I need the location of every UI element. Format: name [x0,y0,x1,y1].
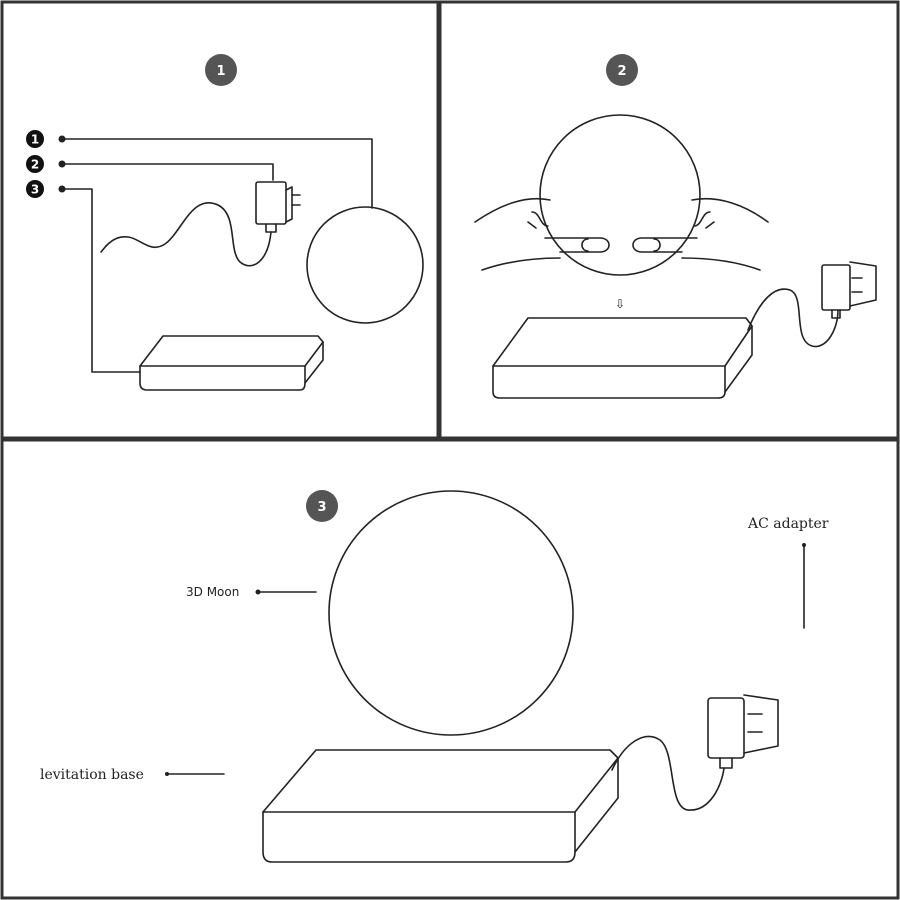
leader-line-adapter [61,163,274,181]
svg-text:3: 3 [317,500,326,515]
leader-line-moon [61,138,373,209]
ac-adapter-icon [707,694,779,769]
step-badge-1: 1 [205,54,237,86]
power-cable [105,202,272,267]
svg-text:2: 2 [617,64,626,79]
down-arrow-icon: ⇩ [615,297,625,311]
panel-1-frame [0,0,440,440]
svg-text:1: 1 [216,64,225,79]
moon-sphere [328,490,574,736]
levitation-base-icon [262,749,619,863]
base-label: levitation base [40,767,144,783]
panel-3: 3 3D Moon AC adapter levitation base [40,490,829,863]
power-cable [611,735,725,811]
svg-text:3: 3 [31,183,39,197]
panel-1: 1 1 2 3 [26,54,424,391]
bullet-2: 2 [26,155,66,173]
step-badge-2: 2 [606,54,638,86]
cable-plug [100,245,107,253]
moon-sphere [539,114,701,276]
levitation-base-icon [139,335,324,391]
bullet-3: 3 [26,180,66,198]
svg-text:2: 2 [31,158,39,172]
moon-sphere [306,206,424,324]
power-cable [747,288,839,348]
right-hand-icon [632,197,769,271]
svg-text:1: 1 [31,133,39,147]
panel-2-frame [438,0,900,440]
adapter-label: AC adapter [747,516,829,532]
ac-adapter-icon [255,181,301,233]
panel-2: 2 ⇩ [474,54,877,399]
step-badge-3: 3 [306,490,338,522]
bullet-1: 1 [26,130,66,148]
moon-label: 3D Moon [186,585,239,599]
panel-3-frame [0,438,900,900]
ac-adapter-icon [821,261,877,319]
left-hand-icon [474,197,610,271]
levitation-base-icon [492,317,753,399]
leader-line-base [61,188,141,373]
